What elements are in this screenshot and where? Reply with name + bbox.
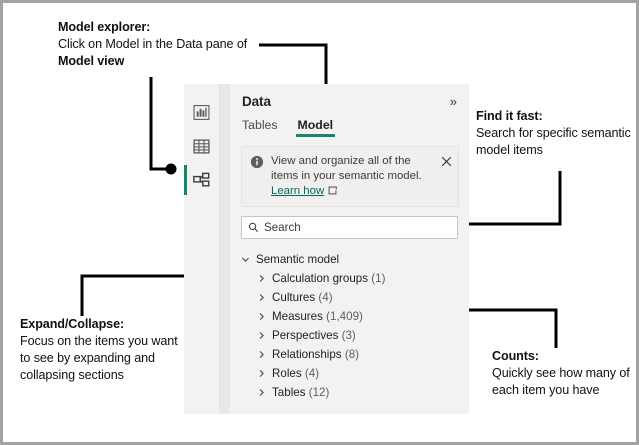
tree-node-label: Semantic model xyxy=(256,253,340,266)
tree-node-count: (1) xyxy=(371,272,386,285)
tab-model[interactable]: Model xyxy=(295,118,335,137)
tree-node-perspectives[interactable]: Perspectives (3) xyxy=(241,326,469,345)
tree-node-measures[interactable]: Measures (1,409) xyxy=(241,307,469,326)
tree-node-cultures[interactable]: Cultures (4) xyxy=(241,288,469,307)
tree-node-label: Roles (4) xyxy=(272,367,319,380)
info-banner-message: View and organize all of the items in yo… xyxy=(271,155,422,182)
tab-tables[interactable]: Tables xyxy=(242,118,278,132)
semantic-model-tree: Semantic model Calculation groups (1) Cu… xyxy=(230,250,469,414)
tree-node-label: Measures (1,409) xyxy=(272,310,363,323)
chevron-double-right-icon[interactable]: » xyxy=(449,94,457,109)
view-rail xyxy=(184,84,220,414)
search-icon xyxy=(248,222,259,233)
tree-node-name: Roles xyxy=(272,367,302,380)
pane-header: Data » xyxy=(230,84,469,112)
callout-model-explorer: Model explorer: Click on Model in the Da… xyxy=(58,19,258,70)
chevron-right-icon[interactable] xyxy=(257,312,266,321)
data-pane: Data » Tables Model View and organize al… xyxy=(230,84,469,414)
model-view-icon xyxy=(193,172,210,187)
info-icon xyxy=(250,155,264,169)
pane-title: Data xyxy=(242,94,271,109)
table-view-icon xyxy=(193,138,210,154)
tree-node-label: Relationships (8) xyxy=(272,348,359,361)
tree-node-count: (8) xyxy=(344,348,360,361)
tree-node-count: (12) xyxy=(308,386,330,399)
rail-item-table-view[interactable] xyxy=(184,129,219,163)
search-input[interactable]: Search xyxy=(241,216,458,239)
tree-node-name: Cultures xyxy=(272,291,316,304)
tree-node-count: (4) xyxy=(304,367,320,380)
tree-node-name: Measures xyxy=(272,310,323,323)
callout-title: Counts: xyxy=(492,349,539,363)
tree-node-name: Calculation groups xyxy=(272,272,369,285)
callout-counts: Counts: Quickly see how many of each ite… xyxy=(492,348,636,399)
callout-body-text: Click on Model in the Data pane of xyxy=(58,37,248,51)
callout-title: Model explorer: xyxy=(58,20,151,34)
power-bi-panel: Data » Tables Model View and organize al… xyxy=(184,84,469,414)
chevron-right-icon[interactable] xyxy=(257,350,266,359)
tree-node-label: Cultures (4) xyxy=(272,291,333,304)
learn-how-link[interactable]: Learn how xyxy=(271,185,325,197)
info-banner-text: View and organize all of the items in yo… xyxy=(271,154,434,199)
tree-node-tables[interactable]: Tables (12) xyxy=(241,383,469,402)
tree-node-count: (1,409) xyxy=(326,310,363,323)
tree-node-label: Calculation groups (1) xyxy=(272,272,385,285)
tree-node-label: Perspectives (3) xyxy=(272,329,356,342)
tree-node-roles[interactable]: Roles (4) xyxy=(241,364,469,383)
tree-node-calculation-groups[interactable]: Calculation groups (1) xyxy=(241,269,469,288)
close-icon[interactable] xyxy=(441,156,452,167)
callout-find-it-fast: Find it fast: Search for specific semant… xyxy=(476,108,636,159)
callout-body: Search for specific semantic model items xyxy=(476,126,631,157)
callout-title: Expand/Collapse: xyxy=(20,317,125,331)
chevron-right-icon[interactable] xyxy=(257,293,266,302)
chevron-right-icon[interactable] xyxy=(257,388,266,397)
external-link-icon[interactable] xyxy=(328,186,338,195)
search-placeholder: Search xyxy=(264,221,301,234)
tree-node-count: (4) xyxy=(318,291,333,304)
report-view-icon xyxy=(193,104,210,120)
chevron-right-icon[interactable] xyxy=(257,369,266,378)
chevron-down-icon[interactable] xyxy=(241,255,250,264)
chevron-right-icon[interactable] xyxy=(257,274,266,283)
tree-node-name: Relationships xyxy=(272,348,342,361)
callout-body-emphasis: Model view xyxy=(58,54,125,68)
rail-item-report-view[interactable] xyxy=(184,95,219,129)
chevron-right-icon[interactable] xyxy=(257,331,266,340)
callout-body: Click on Model in the Data pane of Model… xyxy=(58,36,258,70)
callout-body: Focus on the items you want to see by ex… xyxy=(20,334,178,382)
tree-node-label: Tables (12) xyxy=(272,386,329,399)
callout-expand-collapse: Expand/Collapse: Focus on the items you … xyxy=(20,316,185,384)
info-banner: View and organize all of the items in yo… xyxy=(241,146,459,207)
tree-node-semantic-model[interactable]: Semantic model xyxy=(241,250,469,269)
panel-divider xyxy=(220,84,230,414)
callout-title: Find it fast: xyxy=(476,109,543,123)
tree-node-count: (3) xyxy=(341,329,356,342)
tree-node-name: Tables xyxy=(272,386,306,399)
tree-node-relationships[interactable]: Relationships (8) xyxy=(241,345,469,364)
callout-body: Quickly see how many of each item you ha… xyxy=(492,366,630,397)
pane-tabs: Tables Model xyxy=(230,112,469,137)
tree-node-name: Perspectives xyxy=(272,329,339,342)
rail-item-model-view[interactable] xyxy=(184,163,219,197)
